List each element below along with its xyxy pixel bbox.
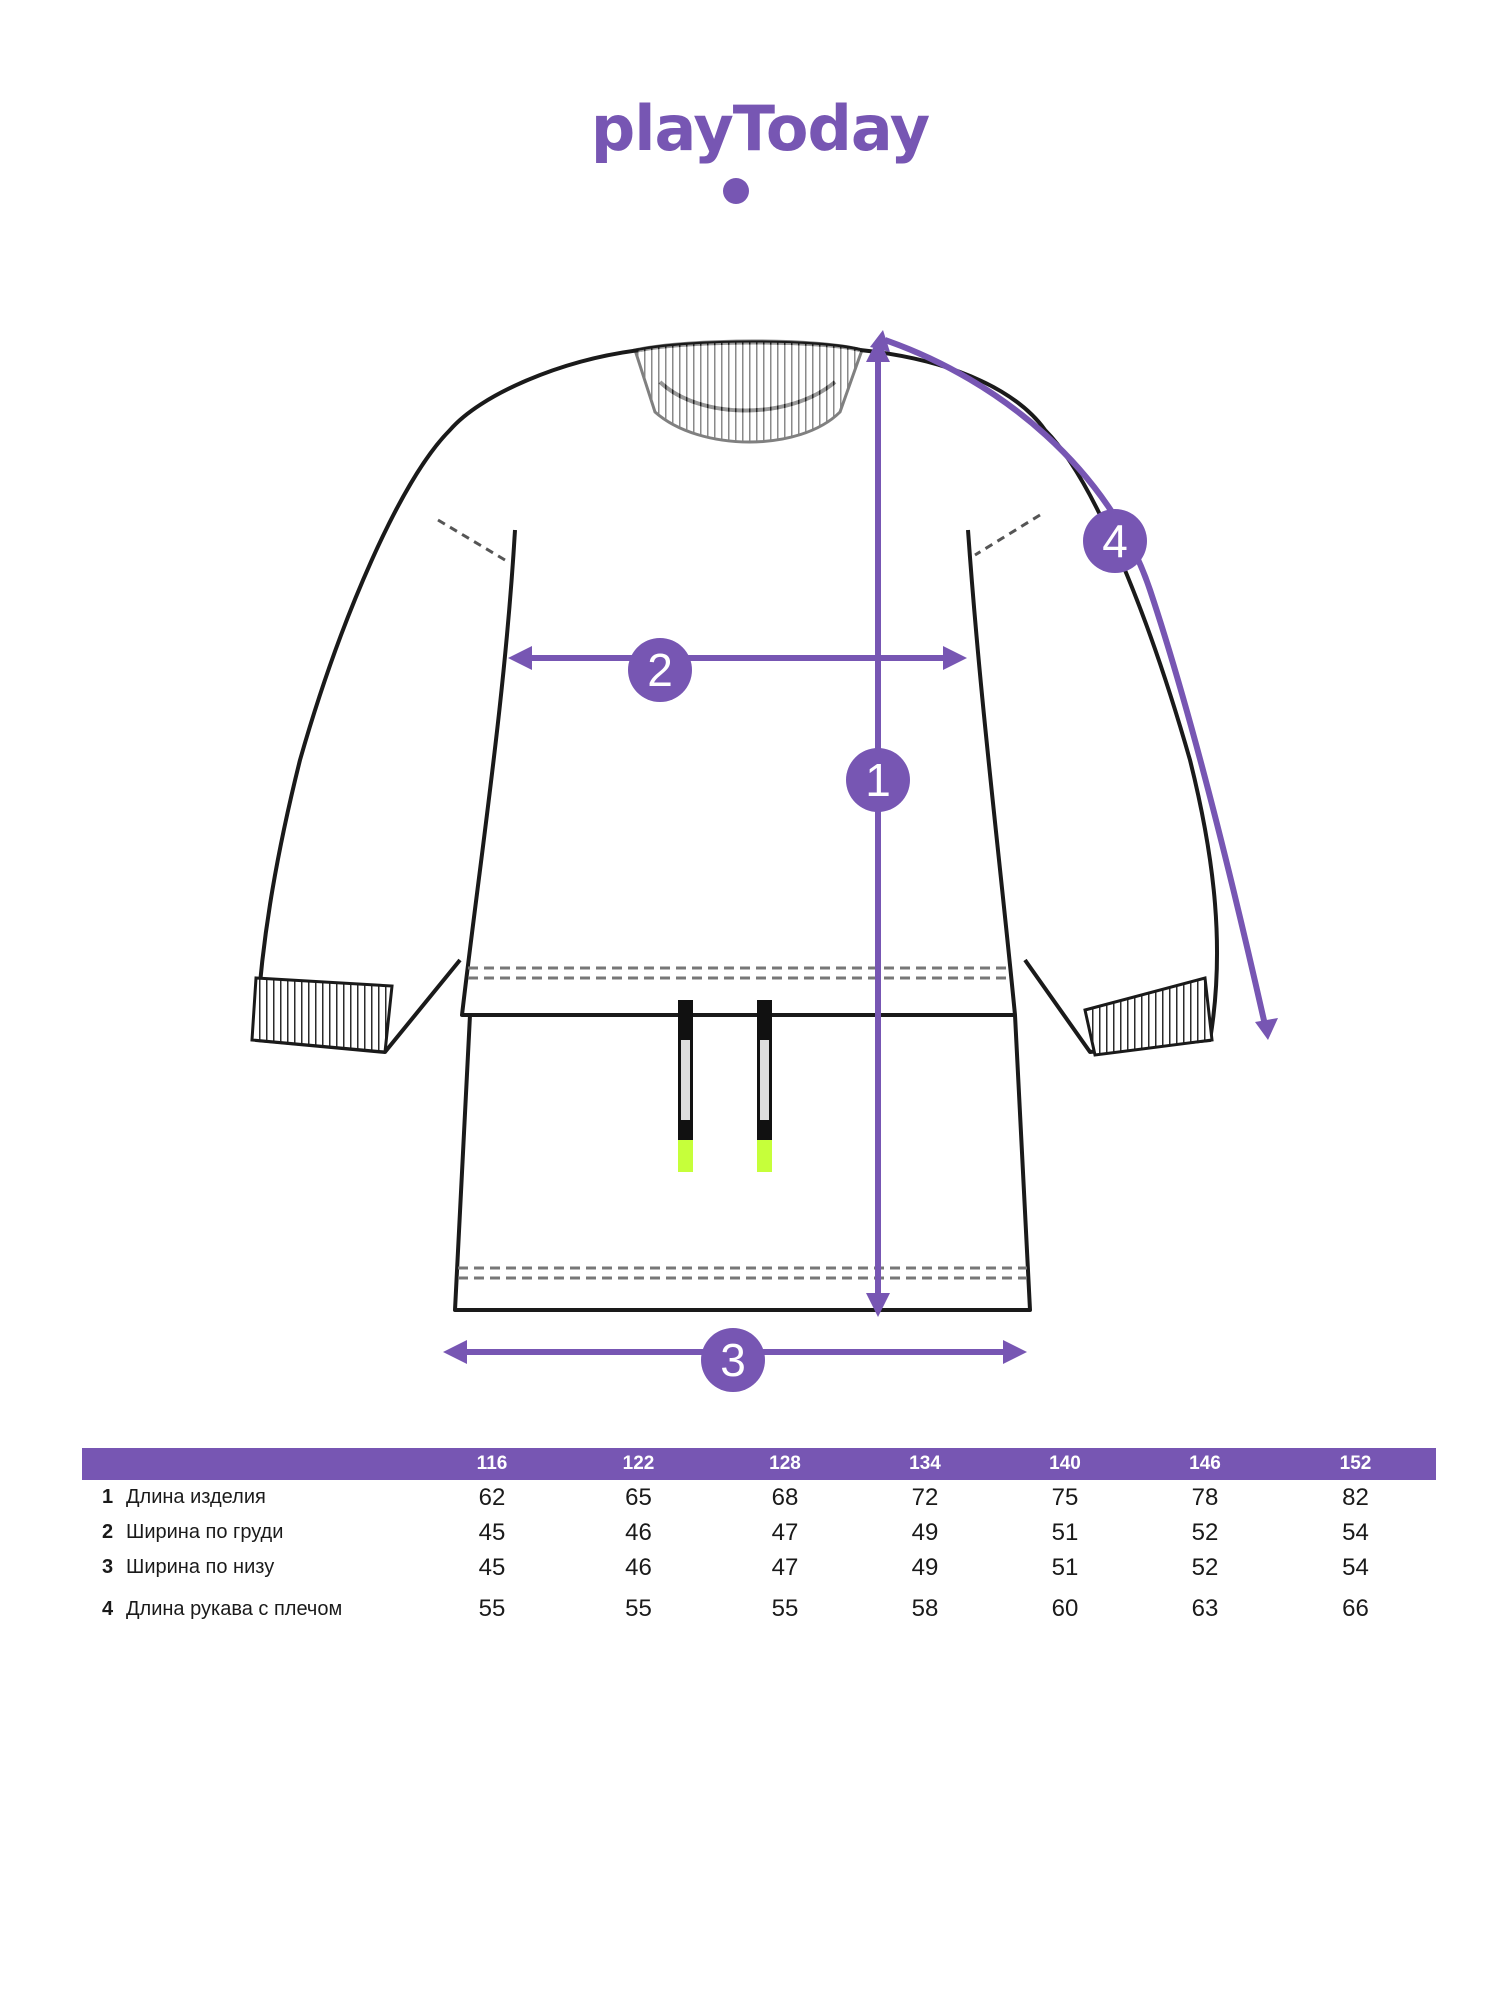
table-row: 3 Ширина по низу 45 46 47 49 51 52 54 [82,1550,1436,1585]
svg-text:playToday: playToday [591,92,930,165]
table-row: 2 Ширина по груди 45 46 47 49 51 52 54 [82,1515,1436,1550]
table-cell: 49 [911,1553,939,1581]
row-number: 3 [102,1556,114,1578]
brand-logo: playToday [591,92,931,204]
svg-text:2: 2 [647,644,673,696]
size-152: 152 [1275,1448,1436,1480]
table-cell: 46 [625,1518,652,1546]
size-116: 116 [422,1448,562,1480]
size-128: 128 [715,1448,855,1480]
garment-technical-drawing: 1 2 3 4 [250,330,1278,1392]
table-cell: 54 [1342,1518,1369,1546]
table-row: 4 Длина рукава с плечом 55 55 55 58 60 6… [82,1585,1436,1633]
size-header-row: 116 122 128 134 140 146 152 [82,1448,1436,1480]
row-label: Длина изделия [126,1486,266,1508]
size-140: 140 [995,1448,1135,1480]
table-cell: 51 [1051,1553,1079,1581]
row-number: 1 [102,1486,114,1508]
row-label: Длина рукава с плечом [126,1597,343,1620]
table-cell: 65 [625,1483,652,1511]
table-cell: 51 [1051,1518,1079,1546]
marker-1: 1 [846,748,910,812]
table-cell: 78 [1191,1483,1219,1511]
measurement-arrows [443,330,1278,1364]
table-cell: 62 [478,1483,506,1511]
table-row: 1 Длина изделия 62 65 68 72 75 78 82 [82,1480,1436,1515]
table-cell: 54 [1342,1553,1369,1581]
table-cell: 49 [911,1518,939,1546]
marker-3: 3 [701,1328,765,1392]
row-number: 4 [102,1597,114,1620]
size-134: 134 [855,1448,995,1480]
table-cell: 55 [625,1595,652,1622]
table-cell: 60 [1051,1595,1079,1622]
table-cell: 47 [771,1518,799,1546]
row-label: Ширина по груди [126,1521,284,1543]
svg-text:1: 1 [865,754,891,806]
size-table: 116 122 128 134 140 146 152 1 Длина изде… [82,1448,1436,1633]
svg-text:3: 3 [720,1334,746,1386]
svg-text:4: 4 [1102,515,1128,567]
marker-4: 4 [1083,509,1147,573]
table-cell: 68 [771,1483,799,1511]
table-cell: 63 [1191,1595,1219,1622]
garment-outline [254,340,1220,1312]
table-cell: 75 [1051,1483,1079,1511]
table-cell: 55 [478,1595,506,1622]
row-number: 2 [102,1521,114,1543]
table-cell: 46 [625,1553,652,1581]
size-122: 122 [562,1448,715,1480]
size-146: 146 [1135,1448,1275,1480]
marker-2: 2 [628,638,692,702]
table-cell: 45 [478,1553,506,1581]
table-cell: 52 [1191,1553,1219,1581]
table-cell: 52 [1191,1518,1219,1546]
table-cell: 47 [771,1553,799,1581]
row-label: Ширина по низу [126,1556,275,1578]
table-cell: 66 [1342,1595,1369,1622]
table-cell: 58 [911,1595,939,1622]
table-cell: 72 [911,1483,939,1511]
table-cell: 45 [478,1518,506,1546]
table-cell: 82 [1342,1483,1369,1511]
table-cell: 55 [771,1595,799,1622]
